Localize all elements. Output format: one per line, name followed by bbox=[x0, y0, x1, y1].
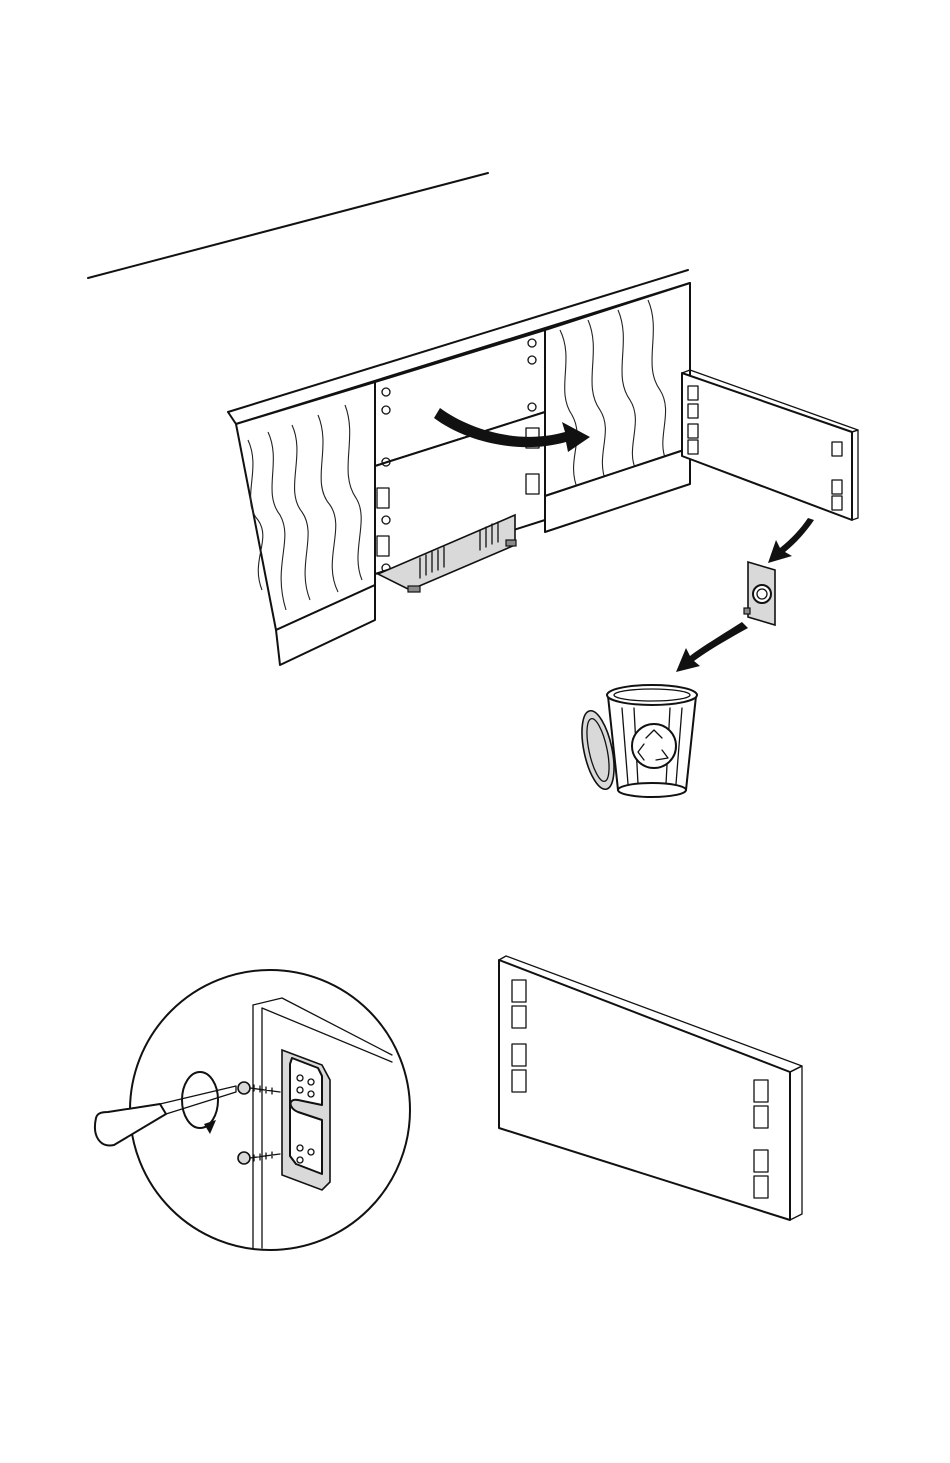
recycle-bin-icon bbox=[576, 685, 697, 797]
toe-kick-panel bbox=[499, 960, 790, 1220]
removed-toe-kick-panel bbox=[682, 370, 858, 520]
curved-arrow-icon bbox=[768, 518, 814, 563]
left-cabinet-door bbox=[236, 382, 375, 630]
panel-with-clips-figure bbox=[499, 956, 802, 1220]
countertop-back-edge bbox=[88, 173, 488, 278]
base-foot bbox=[408, 586, 420, 592]
cabinet-figure bbox=[88, 173, 858, 797]
curved-arrow-icon bbox=[676, 622, 748, 672]
mounting-clip-detail bbox=[95, 970, 410, 1250]
base-foot bbox=[506, 540, 516, 546]
removed-bracket bbox=[744, 562, 775, 625]
